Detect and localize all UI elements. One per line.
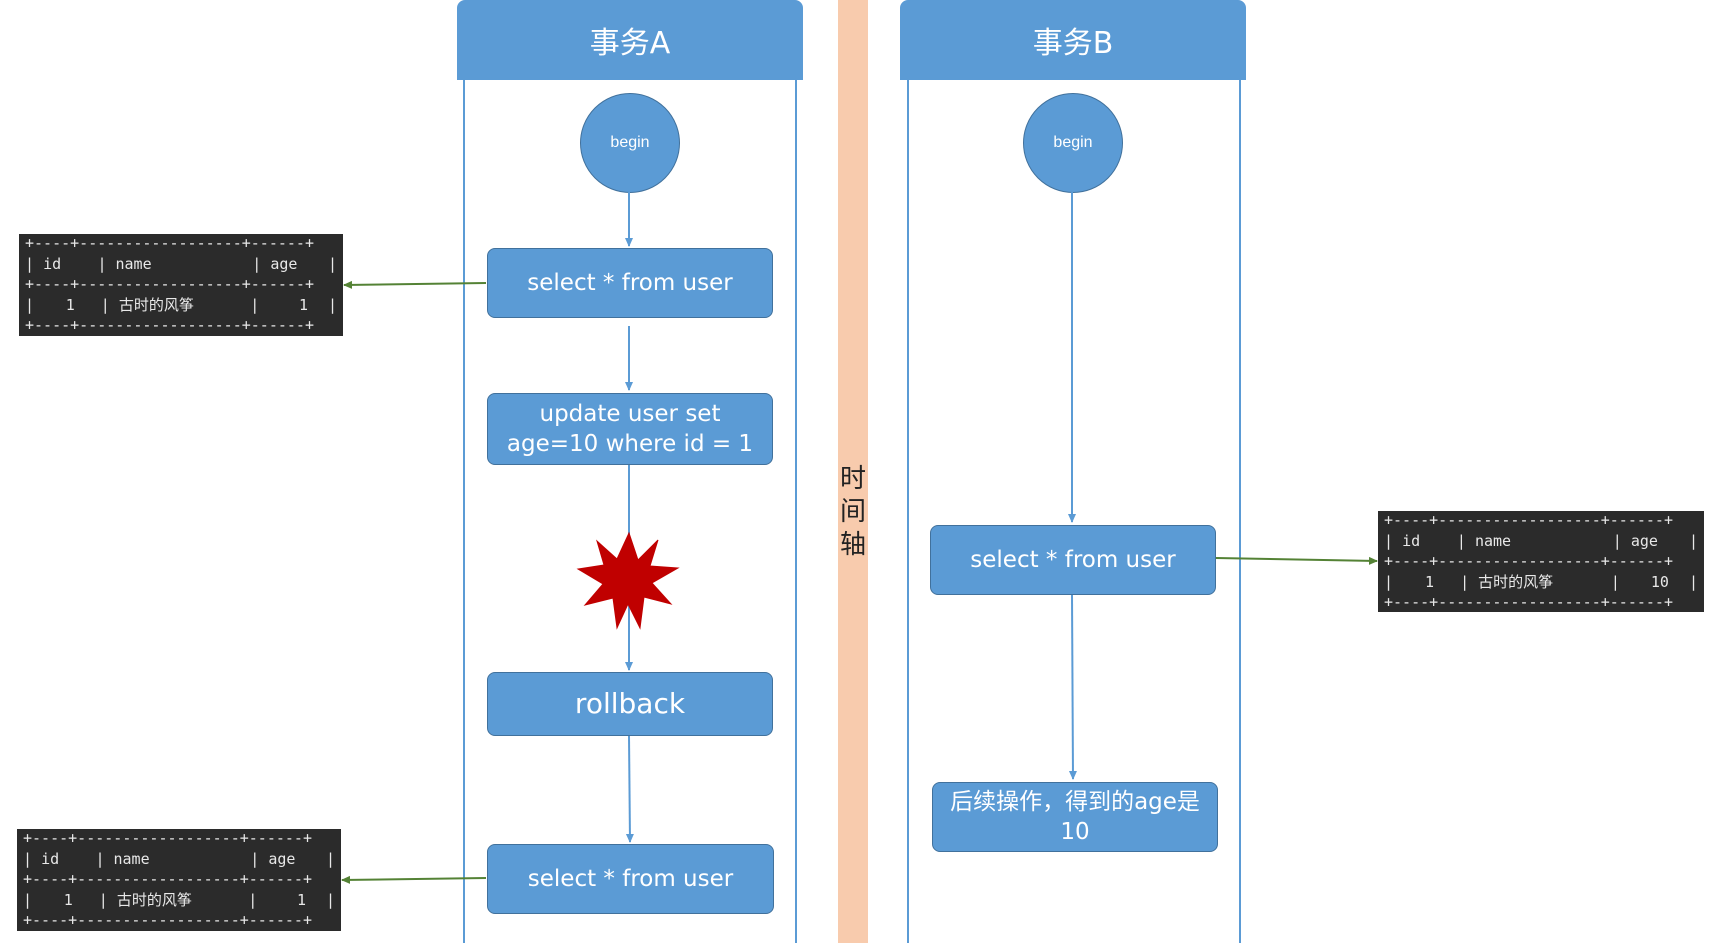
lane-a-step-select-again: select * from user — [487, 844, 774, 914]
error-explosion-icon — [576, 531, 680, 630]
lane-b-title: 事务B — [1032, 26, 1114, 61]
arrow-b-select-result — [1215, 556, 1378, 565]
lane-b-header: 事务B — [900, 0, 1246, 80]
lane-a-step-update: update user set age=10 where id = 1 — [487, 393, 773, 465]
lane-a-begin-node: begin — [580, 93, 680, 193]
arrow-a-rollback-to-select — [625, 735, 634, 843]
lane-a-step-rollback: rollback — [487, 672, 773, 736]
timeline-label: 时 间 轴 — [839, 464, 866, 560]
arrow-a-select-again-result — [341, 875, 487, 884]
arrow-a-select-result — [343, 280, 487, 289]
lane-a-step-select: select * from user — [487, 248, 773, 318]
result-table-b: +----+------------------+------+ | id| n… — [1378, 511, 1704, 612]
arrow-b-select-to-followup — [1068, 594, 1077, 780]
result-table-a-first: +----+------------------+------+ | id| n… — [19, 234, 343, 336]
result-table-a-last: +----+------------------+------+ | id| n… — [17, 829, 341, 931]
lane-a-header: 事务A — [457, 0, 803, 80]
lane-b-begin-node: begin — [1023, 93, 1123, 193]
lane-b-body — [907, 80, 1241, 943]
lane-b-step-select: select * from user — [930, 525, 1216, 595]
lane-a-title: 事务A — [589, 26, 671, 61]
lane-a-body — [463, 80, 797, 943]
timeline-bar — [838, 0, 868, 943]
lane-b-step-followup: 后续操作，得到的age是10 — [932, 782, 1218, 852]
